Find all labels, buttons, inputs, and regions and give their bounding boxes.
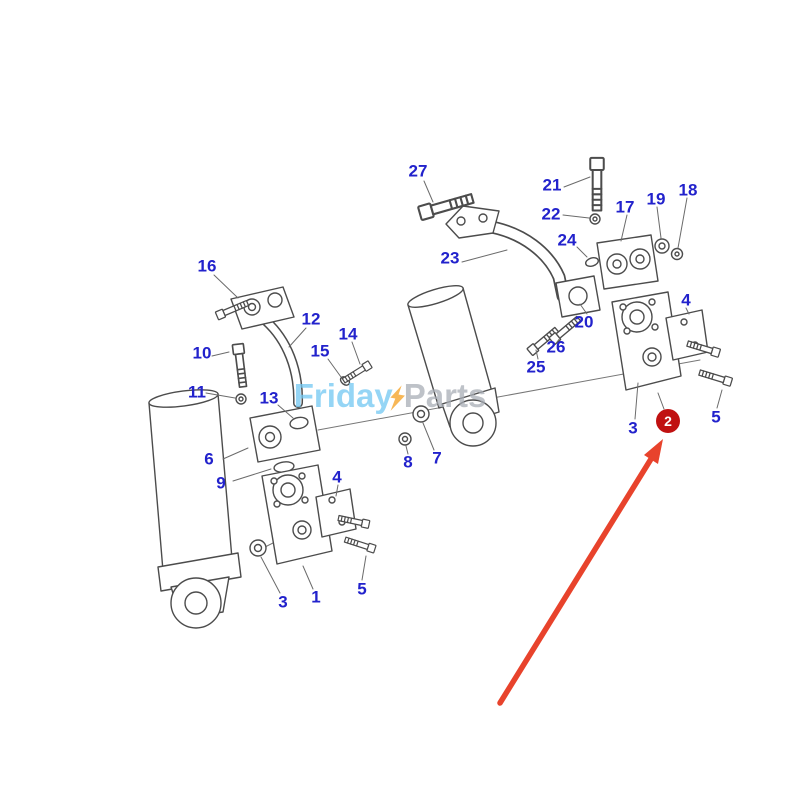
valve-assembly-1 <box>261 464 357 565</box>
bolt-21 <box>589 156 605 212</box>
part-label-15: 15 <box>310 341 330 361</box>
bolt-5-right-b <box>697 367 734 387</box>
part-label-10: 10 <box>192 343 212 363</box>
part-label-9: 9 <box>216 473 226 493</box>
part-label-5-bottom: 5 <box>357 579 367 599</box>
part-label-25: 25 <box>526 357 546 377</box>
hydraulic-cylinder-left <box>148 389 242 629</box>
sleeve-19 <box>654 238 670 254</box>
part-label-20: 20 <box>574 312 594 332</box>
part-label-11: 11 <box>188 382 206 402</box>
leader-lines <box>205 176 723 594</box>
part-label-3-right: 3 <box>628 418 638 438</box>
valve-block-6 <box>249 405 321 463</box>
part-label-12: 12 <box>301 309 321 329</box>
part-label-3-bottom: 3 <box>278 592 288 612</box>
part-label-13: 13 <box>259 388 279 408</box>
bolt-14 <box>340 360 373 385</box>
valve-assembly-2 <box>611 291 709 391</box>
part-label-21: 21 <box>542 175 562 195</box>
part-label-27: 27 <box>408 161 428 181</box>
plug-18 <box>670 247 684 261</box>
part-label-5-right: 5 <box>711 407 721 427</box>
pointer-arrow <box>497 439 663 706</box>
washer-22 <box>589 213 601 225</box>
part-label-16: 16 <box>197 256 217 276</box>
hydraulic-cylinder-middle <box>407 285 500 447</box>
washer-24 <box>584 256 600 268</box>
part-label-24: 24 <box>557 230 577 250</box>
oring-7 <box>412 405 430 423</box>
clamp-20 <box>555 275 601 318</box>
part-label-7: 7 <box>432 448 442 468</box>
tube-12 <box>261 316 304 408</box>
part-label-23: 23 <box>440 248 460 268</box>
tube-23 <box>445 205 570 303</box>
part-label-8: 8 <box>403 452 413 472</box>
part-label-1: 1 <box>311 587 321 607</box>
part-label-14: 14 <box>338 324 358 344</box>
part-label-4-right: 4 <box>681 290 691 310</box>
bolt-5-bottom-b <box>343 535 377 554</box>
part-label-6: 6 <box>204 449 214 469</box>
part-label-17: 17 <box>615 197 635 217</box>
part-label-26: 26 <box>546 337 566 357</box>
part-label-18: 18 <box>678 180 698 200</box>
highlighted-part-badge: 2 <box>656 409 680 433</box>
oring-3-bottom <box>249 539 267 557</box>
clamp-17 <box>596 234 659 290</box>
part-label-22: 22 <box>541 204 561 224</box>
part-label-4-bottom: 4 <box>332 467 342 487</box>
bolt-10 <box>231 342 250 389</box>
washer-11 <box>235 393 247 405</box>
part-label-19: 19 <box>646 189 666 209</box>
oring-8 <box>398 432 412 446</box>
